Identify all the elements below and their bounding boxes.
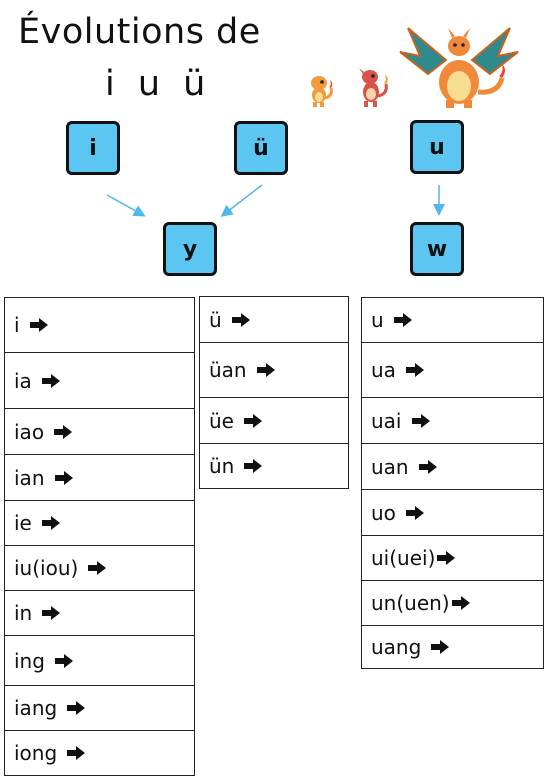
right-arrow-icon (405, 505, 424, 520)
right-arrow-icon (54, 470, 73, 485)
list-item: iong (4, 730, 195, 776)
right-arrow-icon (231, 312, 250, 327)
list-item: ua (361, 342, 544, 398)
list-item: uan (361, 443, 544, 490)
list-item: ün (199, 443, 349, 489)
list-item: ie (4, 500, 195, 546)
list-item: i (4, 297, 195, 353)
list-item: üan (199, 342, 349, 398)
box-u-umlaut: ü (234, 121, 288, 175)
list-item: üe (199, 397, 349, 444)
list-item: iang (4, 685, 195, 731)
right-arrow-icon (411, 413, 430, 428)
list-item: ia (4, 352, 195, 409)
right-arrow-icon (67, 701, 86, 715)
right-arrow-icon (451, 596, 470, 610)
list-item: ing (4, 635, 195, 686)
box-w: w (410, 222, 464, 276)
list-item: ü (199, 296, 349, 343)
right-arrow-icon (244, 459, 263, 473)
list-item: uai (361, 397, 544, 444)
right-arrow-icon (42, 606, 61, 620)
right-arrow-icon (67, 746, 86, 760)
page-subtitle: i u ü (105, 64, 212, 104)
arrow-u-umlaut-to-y (220, 184, 263, 217)
box-i: i (66, 121, 120, 175)
charizard-icon (399, 27, 519, 108)
list-item: iao (4, 408, 195, 455)
right-arrow-icon (431, 640, 450, 654)
right-arrow-icon (256, 363, 275, 377)
connector-arrows (106, 184, 445, 217)
box-u: u (410, 120, 464, 174)
list-item: iu(iou) (4, 545, 195, 591)
charmander-icon (311, 76, 333, 107)
list-item: uo (361, 489, 544, 536)
right-arrow-icon (41, 373, 60, 388)
list-item: u (361, 297, 544, 343)
right-arrow-icon (54, 653, 73, 668)
box-y: y (163, 222, 217, 276)
right-arrow-icon (405, 363, 424, 377)
page-title: Évolutions de (18, 12, 261, 52)
list-item: uang (361, 625, 544, 669)
list-item: ian (4, 454, 195, 501)
right-arrow-icon (418, 459, 437, 474)
charmeleon-icon (359, 68, 388, 107)
right-arrow-icon (54, 424, 73, 439)
list-item: un(uen) (361, 580, 544, 626)
right-arrow-icon (41, 516, 60, 530)
list-item: in (4, 590, 195, 636)
list-item: ui(uei) (361, 535, 544, 581)
right-arrow-icon (393, 313, 412, 327)
arrow-i-to-y (106, 194, 146, 217)
right-arrow-icon (88, 561, 107, 575)
right-arrow-icon (437, 551, 456, 565)
right-arrow-icon (243, 413, 262, 428)
right-arrow-icon (29, 318, 48, 332)
